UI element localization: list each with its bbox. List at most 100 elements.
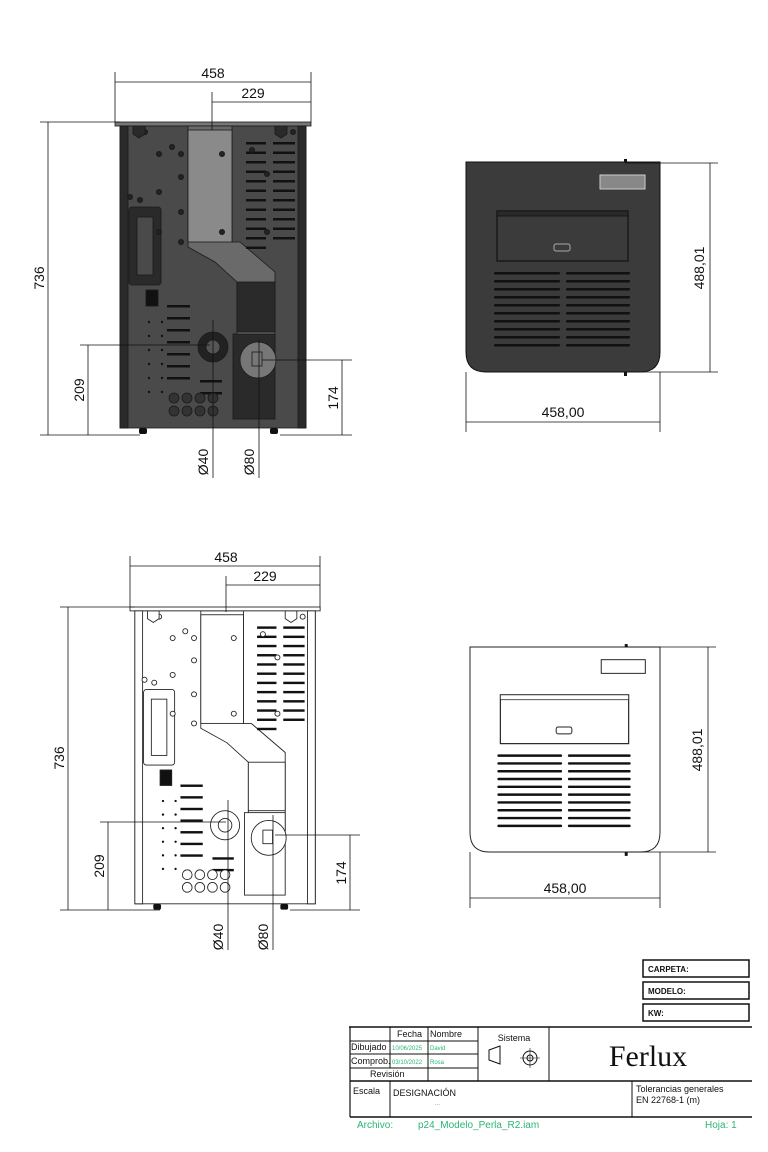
top-plate [114,121,312,127]
dim-inlet-diameter: Ø40 [195,449,211,476]
dibujado-name: David [430,1046,445,1052]
rivet [174,867,177,871]
vent-slot [180,854,203,857]
vent-slot [200,380,222,383]
knockout-hole [168,405,180,417]
front-vent-slot [494,296,560,299]
vent-slot [273,161,295,164]
lid-handle [555,726,573,735]
screw [169,671,176,678]
hopper-window [187,129,233,243]
screw [299,613,306,620]
vent-slot [246,151,266,154]
rivet [174,813,177,816]
dim-height: 736 [31,266,47,290]
vent-slot [180,784,203,787]
front-vent-slot [566,328,630,331]
vent-slot [273,227,295,230]
screw [230,635,237,641]
tolerancias-line1: Tolerancias generales [636,1084,724,1094]
vent-slot [283,672,305,675]
dim-height: 736 [51,746,67,770]
front-vent-slot [567,824,631,828]
vent-slot [246,227,266,230]
display-window [136,216,154,276]
knockout-hole [181,882,193,893]
screw [136,197,143,204]
label-plate [599,174,646,190]
title-block [349,959,752,1118]
rivet [160,362,164,366]
dim-width: 458,00 [542,404,585,420]
vent-slot [246,161,266,164]
screw [191,720,197,727]
knockout-hole [168,392,180,404]
front-vent-slot [497,824,563,828]
vent-slot [257,644,277,648]
sistema-label: Sistema [498,1033,531,1043]
front-vent-slot [494,280,560,283]
power-switch [159,769,173,786]
vent-slot [257,690,277,694]
front-vent-slot [494,344,560,347]
screw [151,679,158,686]
designacion-value: ... [435,1101,440,1107]
front-vent-slot [494,328,560,331]
front-vent-slot [566,336,630,339]
screw [274,710,281,717]
screw [263,229,270,236]
dim-half-width: 229 [241,85,265,101]
front-vent-slot [494,336,560,339]
vent-slot [283,663,305,666]
vent-slot [257,700,277,703]
label-plate [600,659,646,674]
front-vent-slot [567,777,631,781]
vent-slot [167,305,190,308]
flue-bracket [251,351,263,367]
rivet [147,390,151,394]
front-vent-slot [497,816,563,820]
bottom-pin [624,372,627,376]
vent-slot [167,365,190,368]
vent-slot [167,377,190,380]
front-vent-slot [567,816,631,820]
front-panel [465,161,661,373]
front-vent-slot [497,777,563,781]
front-vent-slot [497,754,563,757]
dim-inlet-height: 209 [91,854,107,878]
vent-slot [212,857,234,860]
vent-slot [246,142,266,145]
screw [263,171,270,178]
comprob-date: 03/10/2022 [392,1060,423,1066]
vent-slot [167,329,190,332]
vent-slot [273,208,295,211]
vent-slot [283,654,305,657]
screw [219,150,226,157]
knockout-hole [194,392,206,404]
front-vent-slot [494,320,560,323]
foot [153,903,162,910]
vent-slot [246,180,266,183]
front-view-filled-dimensions: 488,01 458,00 [465,162,718,432]
rivet [161,826,165,830]
dim-width: 458 [201,65,225,81]
side-post-right [307,610,316,905]
knockout-hole [219,882,231,893]
tolerancias-line2: EN 22768-1 (m) [636,1095,700,1105]
knockout-hole [194,869,206,881]
side-post-left [134,610,144,905]
dibujado-label: Dibujado [351,1042,387,1052]
pellet-lid [499,694,630,745]
hopper-window [200,614,244,724]
vent-slot [246,218,266,221]
dim-outlet-height: 174 [333,861,349,885]
vent-slot [246,246,266,249]
dim-width: 458 [214,549,238,565]
dim-height: 488,01 [691,246,707,289]
front-vent-slot [497,785,563,789]
fecha-header: Fecha [397,1029,422,1039]
front-vent-slot [566,320,630,323]
vent-slot [180,842,203,846]
vent-slot [257,663,277,666]
